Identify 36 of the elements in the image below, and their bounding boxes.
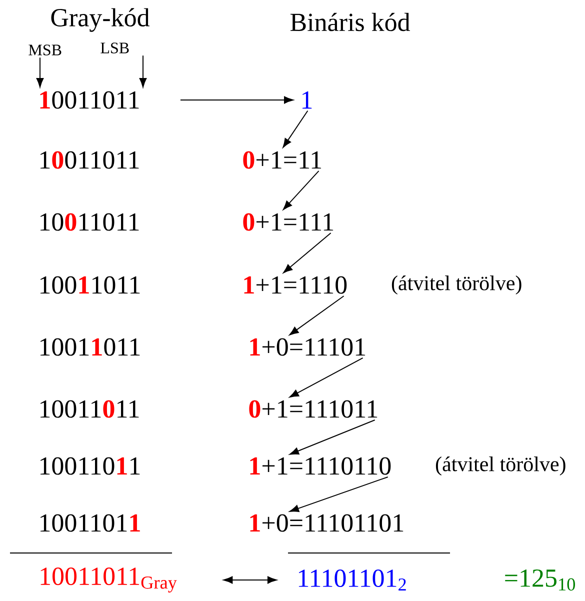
code-word: 10011011 — [40, 276, 140, 294]
bit-label: MSB — [28, 44, 62, 56]
calculation-step: 1+1=1110110 — [250, 457, 391, 475]
arrow — [290, 476, 388, 512]
calculation-step: 1+0=11101101 — [250, 514, 404, 532]
calculation-step: 1 — [302, 91, 312, 109]
code-word: 11101101$_{2}$ — [298, 570, 406, 591]
code-word: 10011011 — [40, 151, 139, 169]
arrow — [282, 170, 320, 210]
bit-label: LSB — [100, 42, 129, 54]
calculation-step: 1+1=1110 — [244, 276, 347, 294]
column-heading: Gray-kód — [51, 8, 150, 32]
note: (átvitel törölve) — [392, 275, 522, 295]
code-word: 10011011 — [40, 91, 139, 109]
code-word: 10011011 — [40, 338, 140, 356]
leader-arrow — [139, 55, 147, 88]
code-word: 10011011 — [40, 213, 139, 231]
leader-arrow — [36, 57, 44, 88]
code-word: 10011011 — [40, 400, 139, 418]
column-heading: Bináris kód — [290, 12, 410, 32]
arrow — [289, 419, 376, 455]
arrow — [289, 295, 344, 336]
note: (átvitel törölve) — [436, 456, 566, 476]
calculation-step: 1+0=11101 — [250, 338, 366, 356]
calculation-step: 0+1=111 — [243, 213, 334, 231]
arrow — [282, 110, 308, 148]
arrow — [289, 357, 364, 398]
code-word: 10011011 — [40, 514, 140, 532]
arrow — [180, 96, 294, 104]
code-word: 10011011$_{Gray}$ — [40, 568, 177, 592]
arrow — [283, 232, 332, 274]
calculation-step: 0+1=111011 — [249, 400, 378, 418]
result-value: =125$_{10}$ — [505, 569, 575, 591]
code-word: 10011011 — [40, 457, 140, 475]
calculation-step: 0+1=11 — [243, 151, 321, 169]
arrow — [223, 576, 277, 584]
